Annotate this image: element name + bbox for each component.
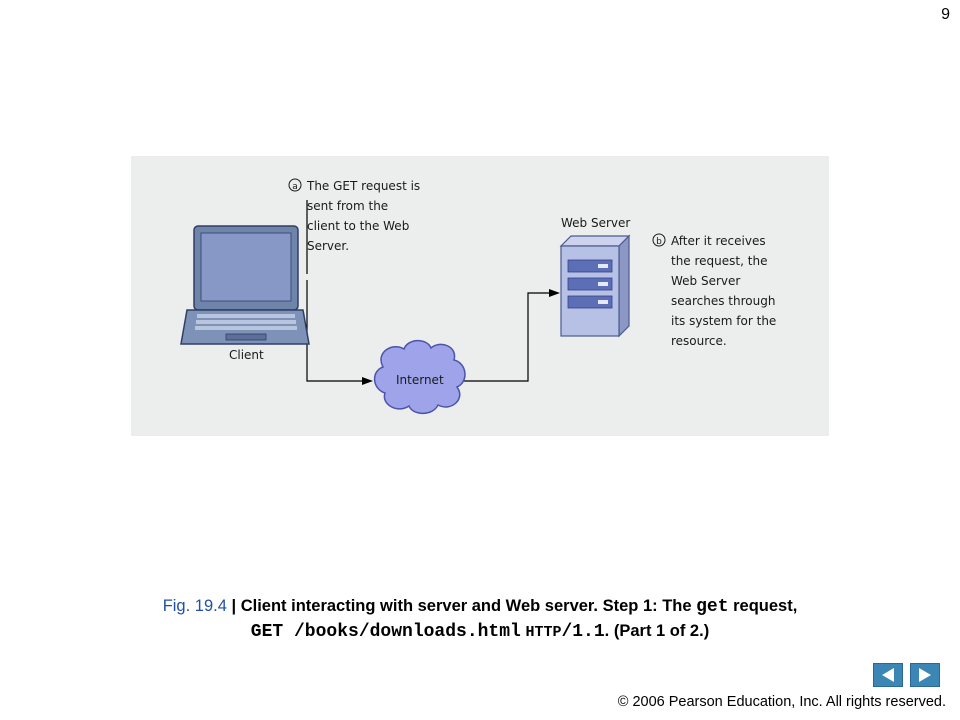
web-server-label: Web Server — [561, 216, 630, 230]
svg-text:a: a — [292, 182, 298, 192]
internet-label: Internet — [396, 373, 444, 387]
step-b-text: After it receives the request, the Web S… — [671, 234, 780, 348]
copyright-footer: © 2006 Pearson Education, Inc. All right… — [617, 694, 946, 710]
previous-slide-button[interactable] — [873, 663, 903, 687]
svg-text:b: b — [656, 237, 662, 247]
internet-cloud-icon — [373, 339, 466, 415]
caption-line-2: GET /books/downloads.html HTTP/1.1. (Par… — [0, 619, 960, 645]
step-a-marker: a — [288, 178, 302, 192]
caption-code-version: /1.1 — [561, 622, 605, 642]
diagram-canvas: Client Internet Web Server a The GET req… — [180, 178, 780, 415]
right-arrow-icon — [919, 668, 931, 682]
client-to-internet-arrow — [306, 280, 373, 385]
figure-caption: Fig. 19.4 | Client interacting with serv… — [0, 594, 960, 645]
step-b-marker: b — [652, 233, 666, 247]
laptop-icon — [180, 225, 310, 345]
caption-text-1: Client interacting with server and Web s… — [240, 597, 697, 615]
diagram-panel: Client Internet Web Server a The GET req… — [131, 156, 829, 436]
caption-code-get: get — [696, 597, 729, 617]
step-a-text: The GET request is sent from the client … — [306, 179, 424, 253]
web-server-icon — [559, 234, 631, 338]
page-number: 9 — [941, 6, 950, 23]
caption-line-1: Fig. 19.4 | Client interacting with serv… — [0, 594, 960, 619]
figure-number: Fig. 19.4 — [162, 597, 227, 615]
caption-text-2: request, — [728, 597, 798, 615]
caption-separator: | — [226, 597, 241, 615]
caption-code-http: HTTP — [525, 624, 562, 641]
caption-text-3: . (Part 1 of 2.) — [604, 622, 710, 640]
client-label: Client — [229, 348, 264, 362]
internet-to-server-arrow — [464, 289, 560, 382]
caption-code-request: GET /books/downloads.html — [250, 622, 521, 642]
next-slide-button[interactable] — [910, 663, 940, 687]
left-arrow-icon — [882, 668, 894, 682]
